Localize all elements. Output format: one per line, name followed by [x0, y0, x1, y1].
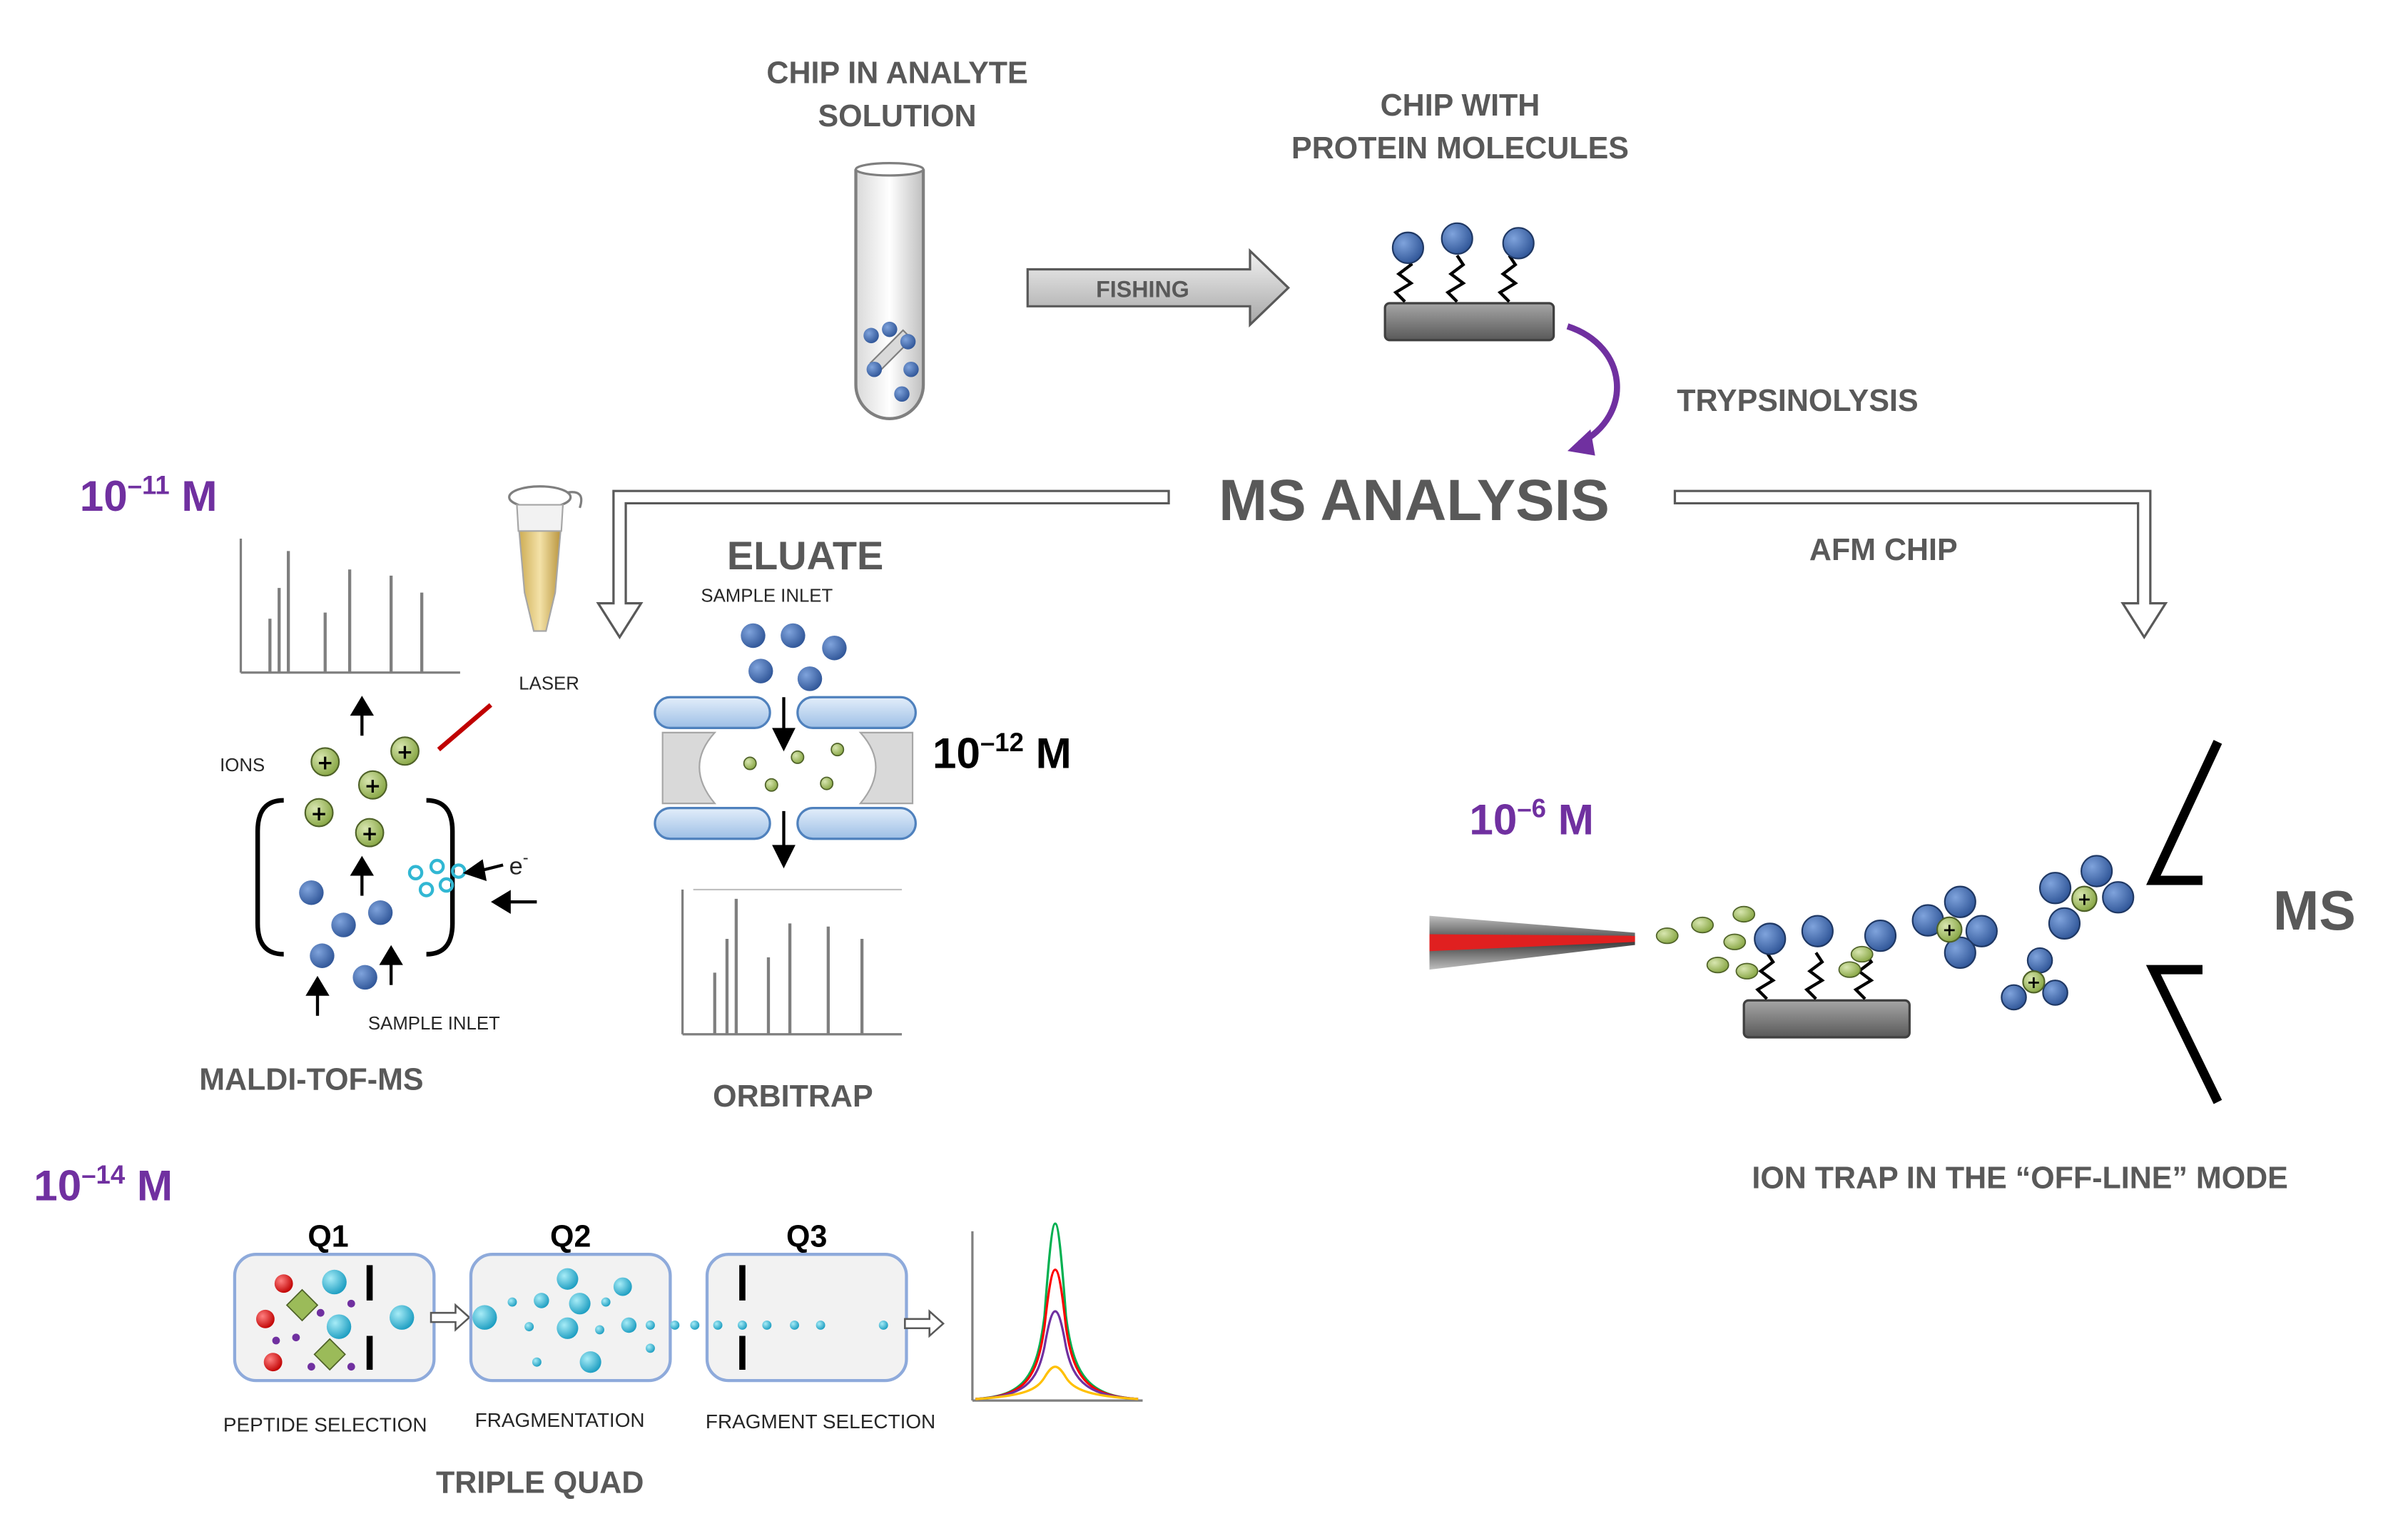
svg-text:+: + [2027, 972, 2041, 992]
chip-with-proteins-section: CHIP WITH PROTEIN MOLECULES TRYPSINOLYSI… [1291, 88, 1919, 456]
chip-in-analyte-title-line1: CHIP IN ANALYTE [766, 56, 1027, 90]
chip-in-analyte-section: CHIP IN ANALYTE SOLUTION [766, 56, 1028, 420]
ion-up-arrows [305, 696, 403, 1016]
q3-to-detector-arrow [904, 1309, 945, 1338]
peptide-selection-label: PEPTIDE SELECTION [223, 1413, 427, 1435]
orbitrap-concentration: 10–12 M [933, 728, 1072, 778]
chip-in-analyte-title-line2: SOLUTION [818, 99, 977, 133]
trypsinolysis-label: TRYPSINOLYSIS [1677, 384, 1918, 418]
ions-label: IONS [220, 756, 265, 775]
fishing-arrow: FISHING [1026, 248, 1291, 327]
electron-cluster [407, 858, 467, 897]
ion-trap-concentration: 10–6 M [1469, 793, 1593, 843]
maldi-ions: + + + + + [304, 736, 420, 848]
left-branch-arrow [596, 489, 1170, 640]
laser-label: LASER [519, 673, 579, 693]
q3-label: Q3 [786, 1219, 827, 1253]
maldi-mass-spectrum [239, 539, 460, 674]
afm-chip-icon [1742, 915, 1911, 1039]
protein-chip-icon [1383, 222, 1555, 342]
maldi-molecules [299, 880, 393, 990]
svg-text:+: + [397, 741, 413, 764]
maldi-brackets [255, 798, 455, 957]
fishing-label: FISHING [1096, 276, 1189, 302]
ionized-protein-clusters: + + + [1911, 855, 2135, 1011]
ion-trap-title: ION TRAP IN THE “OFF-LINE” MODE [1752, 1161, 2287, 1195]
triple-quad-title: TRIPLE QUAD [436, 1466, 644, 1500]
svg-text:+: + [1942, 920, 1956, 940]
orbitrap-sample-molecules [741, 623, 847, 691]
test-tube-icon [854, 162, 925, 420]
maldi-concentration: 10–11 M [80, 470, 218, 520]
trypsinolysis-curved-arrow [1566, 323, 1620, 456]
ms-label: MS [2273, 880, 2356, 942]
fragmentation-label: FRAGMENTATION [475, 1409, 645, 1431]
afm-chip-label: AFM CHIP [1809, 533, 1958, 567]
triple-quad-concentration: 10–14 M [34, 1160, 173, 1210]
orbitrap-sample-inlet-label: SAMPLE INLET [701, 586, 833, 606]
fragment-selection-label: FRAGMENT SELECTION [706, 1410, 935, 1433]
spray-droplets [1655, 905, 1874, 980]
svg-text:+: + [310, 802, 327, 825]
ms-analysis-title: MS ANALYSIS [1219, 468, 1610, 533]
electron-arrows [462, 859, 537, 914]
ion-trap-section: 10–6 M [1429, 740, 2356, 1195]
q2-label: Q2 [550, 1219, 591, 1253]
ms-analysis-section: MS ANALYSIS AFM CHIP [596, 468, 2168, 640]
ms-inlet-cone [2145, 740, 2222, 1104]
svg-text:+: + [2078, 889, 2092, 909]
svg-text:+: + [361, 822, 377, 845]
q3-chamber [690, 1253, 908, 1383]
q2-chamber [469, 1253, 680, 1383]
q1-label: Q1 [308, 1219, 348, 1253]
svg-text:+: + [317, 751, 333, 775]
svg-text:+: + [365, 774, 381, 798]
orbitrap-mass-spectrum [681, 888, 903, 1036]
right-branch-arrow [1673, 489, 2168, 640]
laser-beam-icon [437, 703, 492, 752]
maldi-title: MALDI-TOF-MS [199, 1062, 423, 1097]
maldi-section: 10–11 M LASER IONS [80, 470, 583, 1097]
chip-with-title-line2: PROTEIN MOLECULES [1291, 131, 1629, 166]
chromatogram-peaks [971, 1222, 1143, 1402]
orbitrap-section: ELUATE SAMPLE INLET 10–12 M [654, 533, 1072, 1114]
q1-to-q2-arrow [430, 1303, 471, 1332]
esi-needle-icon [1429, 915, 1635, 970]
orbitrap-title: ORBITRAP [713, 1079, 873, 1114]
orbitrap-device [654, 696, 917, 869]
eluate-label: ELUATE [727, 533, 883, 578]
electron-label: e- [509, 849, 529, 880]
triple-quad-section: 10–14 M Q1 Q2 Q3 [34, 1160, 1143, 1500]
maldi-sample-inlet-label: SAMPLE INLET [368, 1014, 500, 1034]
eppendorf-tube-icon [508, 485, 583, 632]
chip-with-title-line1: CHIP WITH [1381, 88, 1540, 123]
q1-chamber [233, 1253, 436, 1383]
